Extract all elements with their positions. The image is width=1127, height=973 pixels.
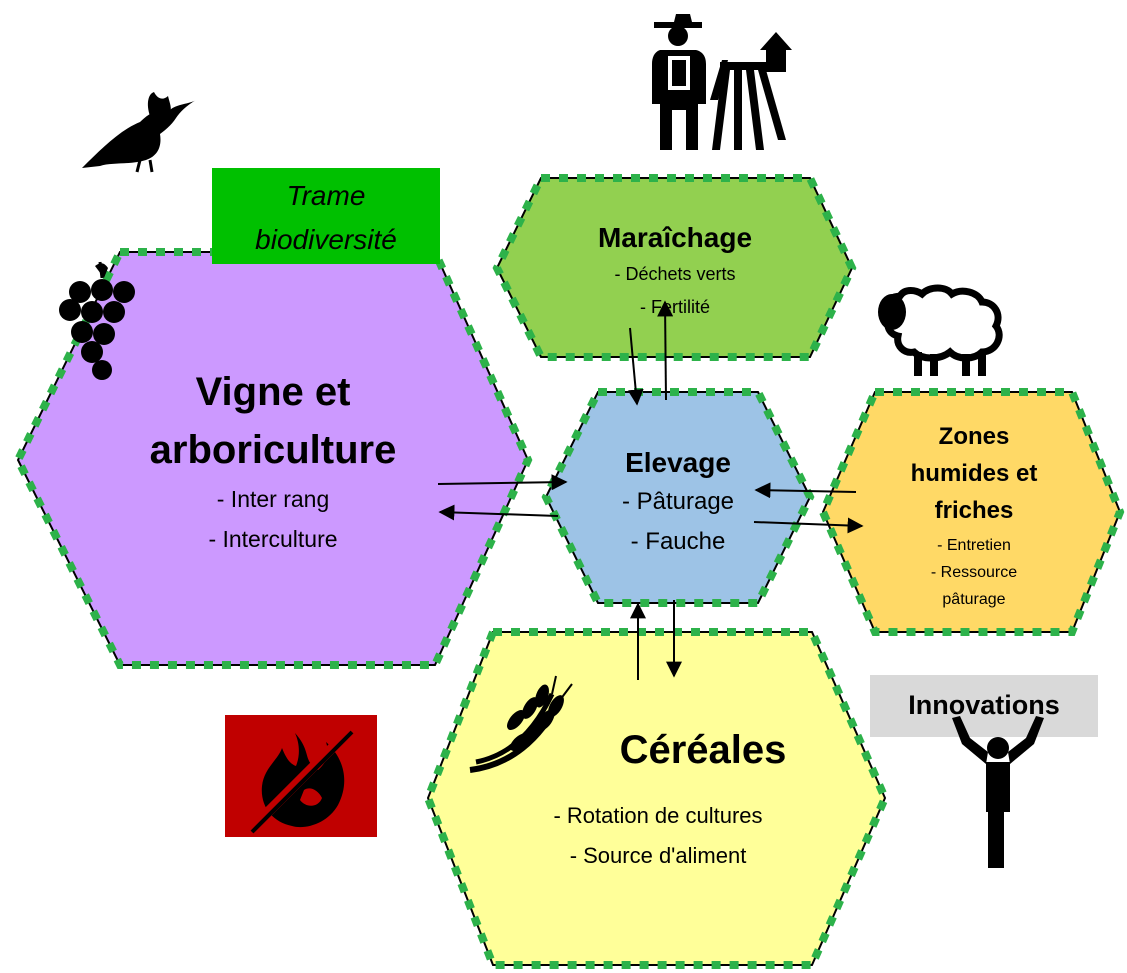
connection-arrows [437,300,864,680]
person-arms-up-icon [952,716,1044,868]
zones-item-2: - Ressource [930,564,1018,581]
arrow-vigne-to-elevage [437,474,568,491]
cereales-title: Céréales [619,728,787,772]
arrow-zones-to-elevage [754,482,857,499]
sheep-icon [878,284,1003,376]
hexagon-elevage [541,388,815,607]
arrow-elevage-to-maraichage [657,300,674,401]
cereales-item-1: - Rotation de cultures [553,803,763,828]
innovations-label: Innovations [908,690,1060,720]
trame-label-line-1: Trame [286,180,366,211]
arrow-elevage-to-vigne [438,504,559,521]
hoopoe-bird-icon [82,92,196,173]
elevage-item-1: - Pâturage [621,488,735,515]
elevage-item-2: - Fauche [630,528,726,555]
arrow-elevage-to-zones [753,517,864,534]
maraichage-item-2: - Fertilité [639,297,710,317]
maraichage-title: Maraîchage [597,222,753,253]
grapes-icon [59,261,135,380]
arrow-maraichage-to-elevage [627,327,644,406]
vigne-title-line-1: Vigne et [195,370,351,414]
innovations-box [870,675,1098,737]
no-fire-icon [225,715,377,837]
vigne-item-2: - Interculture [208,526,338,552]
hexagon-maraichage [492,174,857,361]
zones-title-line-3: friches [934,497,1014,524]
zones-title-line-2: humides et [910,460,1038,487]
cereales-item-2: - Source d'aliment [569,843,747,868]
trame-biodiversite-box [212,168,440,264]
hexagon-cereales [423,628,890,969]
wheat-icon [469,675,573,773]
hexagon-zones [818,388,1125,636]
vigne-item-1: - Inter rang [216,486,330,512]
farmer-icon [652,14,792,150]
zones-title-line-1: Zones [938,423,1010,450]
zones-item-3: pâturage [942,591,1006,608]
vigne-title-line-2: arboriculture [149,428,397,472]
elevage-title: Elevage [625,447,731,478]
maraichage-item-1: - Déchets verts [614,264,736,284]
zones-item-1: - Entretien [937,537,1011,554]
trame-label-line-2: biodiversité [255,224,397,255]
